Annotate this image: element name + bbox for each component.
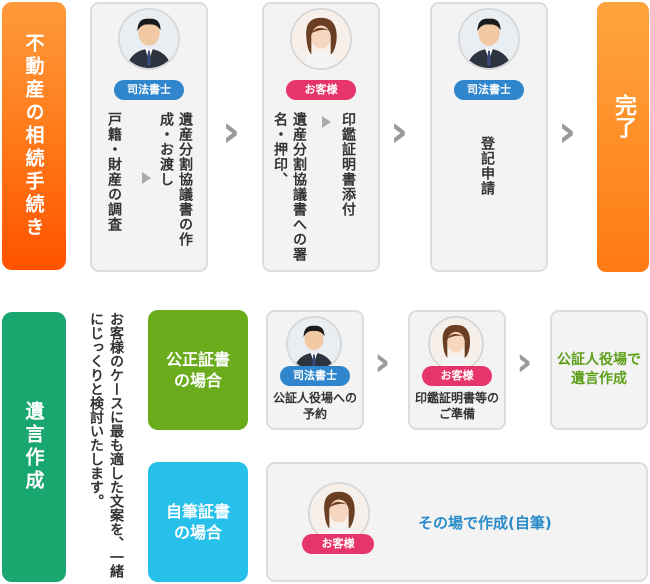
will-creation-label: 遺言作成 xyxy=(22,401,45,493)
customer-badge: お客様 xyxy=(302,534,374,554)
chevron-right-icon: › xyxy=(374,339,391,385)
step2-card: お客様 印鑑証明書添付 遺産分割協議書への署名・押印、 xyxy=(262,2,380,272)
scrivener-badge: 司法書士 xyxy=(454,80,524,100)
notary-step2-card: お客様 印鑑証明書等のご準備 xyxy=(408,310,506,430)
woman-avatar-icon xyxy=(308,482,370,544)
step1-text-left: 戸籍・財産の調査 xyxy=(106,112,122,232)
step2-text-right: 印鑑証明書添付 xyxy=(340,112,356,217)
man-avatar-icon xyxy=(286,316,342,372)
real-estate-inheritance-header: 不動産の相続手続き xyxy=(2,2,66,270)
step1-text-right: 遺産分割協議書の作成・お渡し xyxy=(158,112,193,247)
customer-badge: お客様 xyxy=(422,366,492,386)
real-estate-inheritance-label: 不動産の相続手続き xyxy=(22,32,45,240)
chevron-right-icon: › xyxy=(516,339,533,385)
completion-box: 完了 xyxy=(597,2,649,272)
notary-step3-text: 公証人役場で遺言作成 xyxy=(557,352,641,387)
notary-deed-case: 公正証書の場合 xyxy=(148,310,248,430)
scrivener-badge: 司法書士 xyxy=(280,366,350,386)
will-creation-header: 遺言作成 xyxy=(2,312,66,582)
completion-label: 完了 xyxy=(611,94,636,138)
step1-card: 司法書士 遺産分割協議書の作成・お渡し 戸籍・財産の調査 xyxy=(90,2,208,272)
holographic-step-card: お客様 その場で作成(自筆) xyxy=(266,462,648,582)
woman-avatar-icon xyxy=(290,8,352,70)
holographic-will-label: 自筆証書の場合 xyxy=(165,502,230,542)
man-avatar-icon xyxy=(458,8,520,70)
step2-text-left: 遺産分割協議書への署名・押印、 xyxy=(272,112,307,262)
step3-text: 登記申請 xyxy=(479,136,495,196)
notary-step1-card: 司法書士 公証人役場への予約 xyxy=(266,310,364,430)
woman-avatar-icon xyxy=(428,316,484,372)
notary-deed-label: 公正証書の場合 xyxy=(165,350,230,390)
chevron-right-icon: › xyxy=(390,106,409,157)
triangle-right-icon xyxy=(142,172,151,184)
notary-step3-card: 公証人役場で遺言作成 xyxy=(550,310,648,430)
triangle-right-icon xyxy=(322,116,331,128)
holographic-will-case: 自筆証書の場合 xyxy=(148,462,248,582)
chevron-right-icon: › xyxy=(222,106,241,157)
notary-step2-text: 印鑑証明書等のご準備 xyxy=(414,391,499,421)
will-intro-text: お客様のケースに最も適した文案を、一緒にじっくりと検討いたします。 xyxy=(88,312,124,578)
step3-card: 司法書士 登記申請 xyxy=(430,2,548,272)
man-avatar-icon xyxy=(118,8,180,70)
scrivener-badge: 司法書士 xyxy=(114,80,184,100)
chevron-right-icon: › xyxy=(558,106,577,157)
notary-step1-text: 公証人役場への予約 xyxy=(272,391,357,421)
holographic-step-text: その場で作成(自筆) xyxy=(418,514,552,532)
customer-badge: お客様 xyxy=(286,80,356,100)
